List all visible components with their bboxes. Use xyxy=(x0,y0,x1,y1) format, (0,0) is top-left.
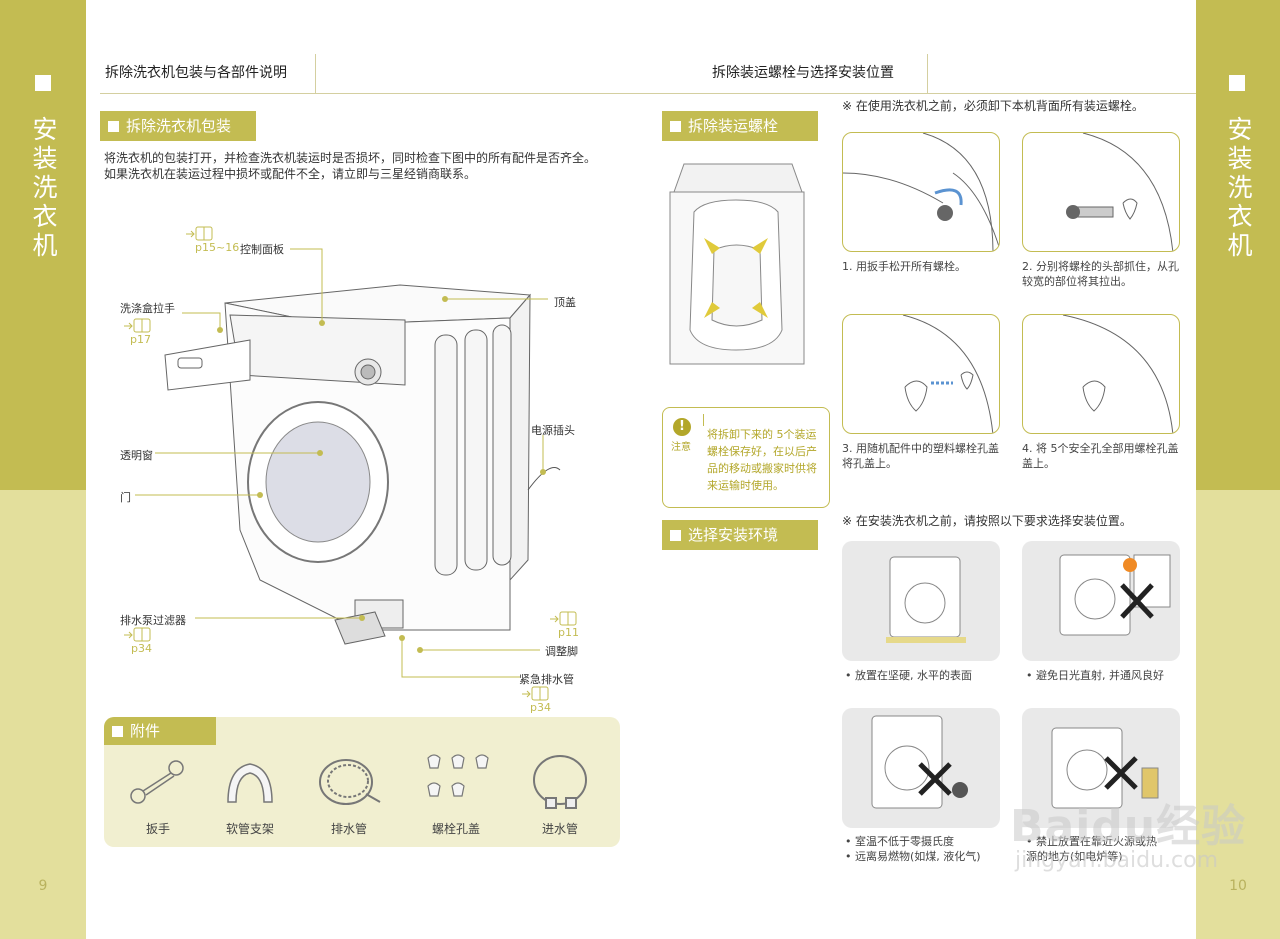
env-panel-temperature xyxy=(842,708,1000,828)
step-caption-2: 2. 分别将螺栓的头部抓住，从孔较宽的部位将其拉出。 xyxy=(1022,260,1179,288)
book-icon xyxy=(124,627,151,642)
right-header-title: 拆除装运螺栓与选择安装位置 xyxy=(712,65,894,81)
left-page-header: 拆除洗衣机包装与各部件说明 xyxy=(100,50,638,94)
step-panel-2 xyxy=(1022,132,1180,252)
step-caption-3: 3. 用随机配件中的塑料螺栓孔盖将孔盖上。 xyxy=(842,442,999,470)
env-caption-4: • 远离易燃物(如煤, 液化气) xyxy=(845,850,981,863)
side-square-marker xyxy=(1229,75,1245,91)
label-detergent-drawer: 洗涤盒拉手 xyxy=(120,302,175,315)
caution-label: 注意 xyxy=(671,442,691,453)
right-page-header: 拆除装运螺栓与选择安装位置 xyxy=(638,50,1196,94)
hose-holder-icon xyxy=(227,763,273,803)
step-caption-4: 4. 将 5个安全孔全部用螺栓孔盖盖上。 xyxy=(1022,442,1179,470)
label-window: 透明窗 xyxy=(120,449,153,462)
side-title-left: 安装洗衣机 xyxy=(29,115,58,261)
label-door: 门 xyxy=(120,491,131,504)
label-emergency-drain: 紧急排水管 xyxy=(519,673,574,686)
step-panel-4 xyxy=(1022,314,1180,434)
unpack-intro: 将洗衣机的包装打开，并检查洗衣机装运时是否损坏，同时检查下图中的所有配件是否齐全… xyxy=(104,151,597,181)
step-panel-1 xyxy=(842,132,1000,252)
side-title-right: 安装洗衣机 xyxy=(1224,115,1253,261)
label-leveling-foot: 调整脚 xyxy=(545,645,578,658)
section-tab-environment: 选择安装环境 xyxy=(662,520,818,550)
ref-pump-filter: p34 xyxy=(131,642,152,655)
washer-back-diagram xyxy=(669,163,805,365)
page-number-left: 9 xyxy=(38,878,48,894)
book-icon xyxy=(124,318,151,333)
accessory-inlet-hose: 进水管 xyxy=(541,822,578,836)
right-side-band: 安装洗衣机 10 xyxy=(1196,0,1280,939)
accessory-wrench: 扳手 xyxy=(145,822,170,836)
step-panel-3 xyxy=(842,314,1000,434)
ref-leveling-foot: p11 xyxy=(558,626,579,639)
bolt-cap-icon xyxy=(427,754,489,797)
label-power-plug: 电源插头 xyxy=(531,424,575,437)
caution-text: 将拆卸下来的 5个装运螺栓保存好，在以后产品的移动或搬家时供将来运输时使用。 xyxy=(707,428,817,492)
inlet-hose-icon xyxy=(533,755,587,809)
side-square-marker xyxy=(35,75,51,91)
wrench-icon xyxy=(130,760,184,804)
env-panel-no-heat xyxy=(1022,708,1180,828)
label-control-panel: 控制面板 xyxy=(240,243,284,256)
label-top-cover: 顶盖 xyxy=(554,296,576,309)
section-tab-accessories: 附件 xyxy=(104,717,216,745)
warning-icon: ! xyxy=(673,418,691,436)
env-caption-5: • 禁止放置在靠近火源或热源的地方(如电炉等) xyxy=(1026,835,1157,863)
label-pump-filter: 排水泵过滤器 xyxy=(120,614,186,627)
section-tab-unpack: 拆除洗衣机包装 xyxy=(100,111,256,141)
accessory-bolt-caps: 螺栓孔盖 xyxy=(431,822,480,836)
ref-detergent-drawer: p17 xyxy=(130,333,151,346)
env-panel-no-sunlight xyxy=(1022,541,1180,661)
accessory-hose-holder: 软管支架 xyxy=(225,822,274,836)
step-caption-1: 1. 用扳手松开所有螺栓。 xyxy=(842,260,966,273)
accessory-drain-hose: 排水管 xyxy=(330,822,367,836)
environment-note: ※ 在安装洗衣机之前，请按照以下要求选择安装位置。 xyxy=(842,514,1132,528)
env-panel-hard-level xyxy=(842,541,1000,661)
env-caption-1: • 放置在坚硬, 水平的表面 xyxy=(845,669,972,682)
ref-control-panel: p15~16 xyxy=(195,241,240,254)
bolts-note: ※ 在使用洗衣机之前，必须卸下本机背面所有装运螺栓。 xyxy=(842,99,1144,113)
env-caption-2: • 避免日光直射, 并通风良好 xyxy=(1026,669,1164,682)
book-icon xyxy=(550,611,577,626)
washer-diagram xyxy=(135,248,561,678)
watermark-url: jingyan.baidu.com xyxy=(1015,848,1219,873)
caution-box: ! 注意 将拆卸下来的 5个装运螺栓保存好，在以后产品的移动或搬家时供将来运输时… xyxy=(662,407,830,508)
page-number-right: 10 xyxy=(1229,878,1247,894)
env-caption-3: • 室温不低于零摄氏度 xyxy=(845,835,954,848)
book-icon xyxy=(522,686,549,701)
book-icon xyxy=(186,226,213,241)
ref-emergency-drain: p34 xyxy=(530,701,551,714)
watermark-brand: Baidu经验 xyxy=(1010,801,1247,852)
section-tab-bolts: 拆除装运螺栓 xyxy=(662,111,818,141)
left-header-title: 拆除洗衣机包装与各部件说明 xyxy=(105,65,287,81)
left-side-band: 安装洗衣机 9 xyxy=(0,0,86,939)
drain-hose-icon xyxy=(319,759,381,805)
